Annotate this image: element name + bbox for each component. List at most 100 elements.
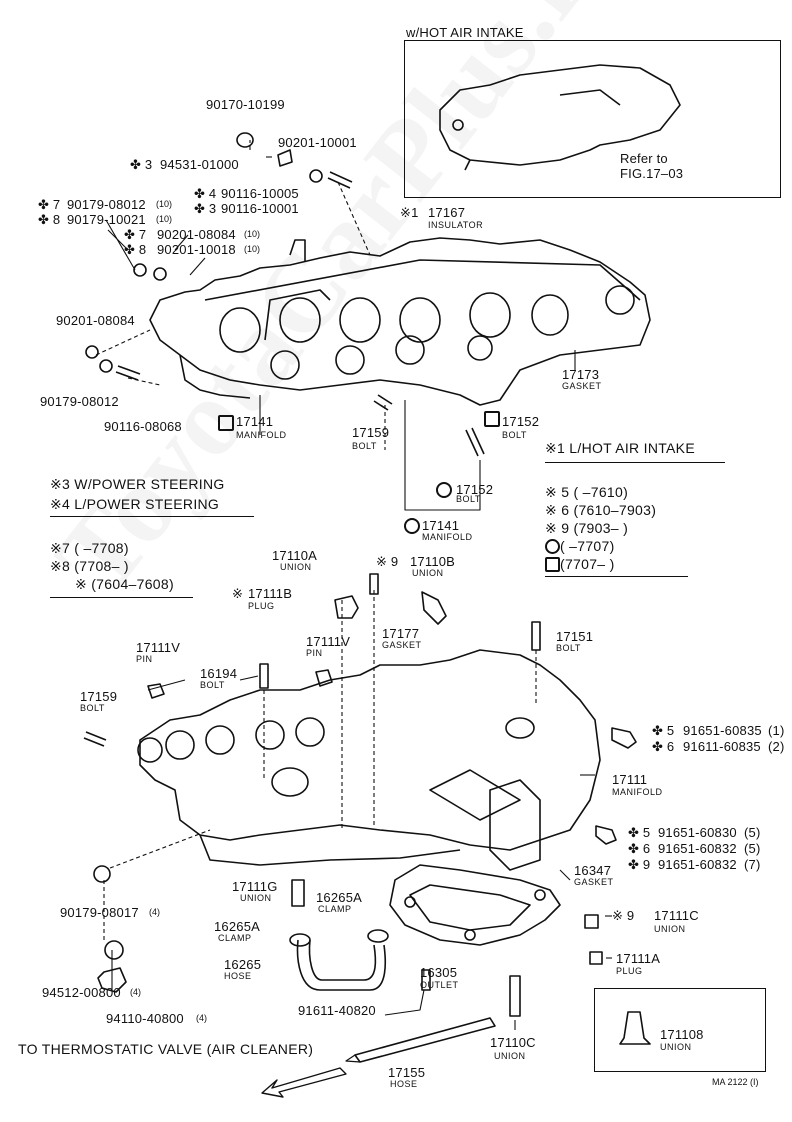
part-name: MANIFOLD	[236, 430, 287, 440]
part-name: PIN	[306, 648, 323, 658]
quantity: (4)	[149, 907, 160, 917]
part-number: 94110-40800	[106, 1011, 184, 1026]
union-inset	[594, 988, 766, 1072]
applicability-mark: ※1	[400, 205, 419, 220]
direction-arrow	[261, 1067, 347, 1098]
outlet-drawing	[389, 864, 561, 946]
applicability-mark: ✤ 5	[652, 723, 675, 738]
part-number: 90201-08084	[56, 313, 135, 328]
part-name: OUTLET	[420, 980, 459, 990]
part-name: UNION	[494, 1051, 526, 1061]
legend-divider	[545, 576, 688, 577]
part-number: 17111	[612, 772, 648, 787]
part-number: 94531-01000	[160, 157, 239, 172]
legend-note-1: ※1 L/HOT AIR INTAKE	[545, 440, 695, 456]
part-name: CLAMP	[218, 933, 252, 943]
part-name: BOLT	[502, 430, 527, 440]
part-number: 91651-60835	[683, 723, 762, 738]
legend-divider	[50, 516, 254, 517]
quantity: (4)	[130, 987, 141, 997]
part-number: 17111G	[232, 879, 278, 894]
part-number: 17159	[352, 425, 390, 440]
part-name: UNION	[412, 568, 444, 578]
part-number: 17167	[428, 205, 466, 220]
part-number: 90201-08084	[157, 227, 236, 242]
figure-code: MA 2122 (I)	[712, 1077, 759, 1087]
part-number: 91611-60835	[683, 739, 761, 754]
part-number: 16194	[200, 666, 238, 681]
applicability-mark: ✤ 7	[38, 197, 61, 212]
part-name: BOLT	[556, 643, 581, 653]
exhaust-manifold-drawing	[149, 237, 651, 406]
part-number: 17152	[456, 482, 494, 497]
lower-fasteners-drawing	[83, 573, 651, 1063]
legend-note-6: ※ 6 (7610–7903)	[545, 502, 657, 518]
part-number: 17155	[388, 1065, 426, 1080]
part-number: 17110A	[272, 548, 318, 563]
applicability-mark: ※	[232, 586, 244, 601]
legend-note-9: ※ (7604–7608)	[75, 576, 174, 592]
square-bolt-icon	[218, 415, 234, 431]
part-name: UNION	[654, 924, 686, 934]
part-name: BOLT	[200, 680, 225, 690]
legend-circle-range: ( –7707)	[560, 538, 615, 554]
part-name: MANIFOLD	[612, 787, 663, 797]
part-number: 17152	[502, 414, 540, 429]
quantity: (5)	[744, 841, 761, 856]
part-number: 17110C	[490, 1035, 536, 1050]
part-number: 90179-08012	[67, 197, 146, 212]
part-number: 91651-60830	[658, 825, 737, 840]
part-name: MANIFOLD	[422, 532, 473, 542]
quantity: (4)	[196, 1013, 207, 1023]
quantity: (5)	[744, 825, 761, 840]
part-number: 17173	[562, 367, 600, 382]
part-number: 94512-00800	[42, 985, 121, 1000]
part-name: UNION	[660, 1042, 692, 1052]
part-number: 90116-10001	[221, 201, 299, 216]
applicability-mark: ✤ 8	[38, 212, 61, 227]
part-name: PIN	[136, 654, 153, 664]
part-number: 16265A	[214, 919, 261, 934]
part-name: HOSE	[224, 971, 252, 981]
part-number: 17111V	[136, 640, 181, 655]
part-number: 16347	[574, 863, 612, 878]
part-name: BOLT	[352, 441, 377, 451]
quantity: (10)	[156, 199, 173, 209]
part-number: 17111C	[654, 908, 699, 923]
part-name: INSULATOR	[428, 220, 484, 230]
part-number: 16265A	[316, 890, 363, 905]
legend-divider	[545, 462, 725, 463]
upper-fasteners-drawing	[85, 132, 485, 457]
quantity: (10)	[244, 229, 261, 239]
quantity: (10)	[244, 244, 261, 254]
quantity: (2)	[768, 739, 785, 754]
legend-note-9: ※ 9 (7903– )	[545, 520, 629, 536]
circle-bolt-icon	[436, 482, 452, 498]
part-name: UNION	[240, 893, 272, 903]
applicability-mark: ✤ 6	[652, 739, 675, 754]
legend-note-3: ※3 W/POWER STEERING	[50, 476, 225, 492]
thermostatic-valve-note: TO THERMOSTATIC VALVE (AIR CLEANER)	[18, 1041, 314, 1057]
applicability-mark: ※ 9	[376, 554, 399, 569]
applicability-mark: ※ 9	[612, 908, 635, 923]
part-number: 91651-60832	[658, 857, 737, 872]
applicability-mark: ✤ 8	[124, 242, 147, 257]
part-name: BOLT	[80, 703, 105, 713]
part-number: 90201-10001	[278, 135, 357, 150]
pointer-lines	[105, 156, 612, 1030]
part-name: GASKET	[574, 877, 614, 887]
part-number: 17141	[422, 518, 460, 533]
part-number: 17141	[236, 414, 274, 429]
applicability-mark: ✤ 6	[628, 841, 651, 856]
legend-note-5: ※ 5 ( –7610)	[545, 484, 629, 500]
leader-lines	[95, 140, 537, 940]
legend-divider	[50, 597, 193, 598]
part-number: 90179-10021	[67, 212, 146, 227]
applicability-mark: ✤ 5	[628, 825, 651, 840]
part-number: 90116-10005	[221, 186, 299, 201]
part-number: 17110B	[410, 554, 456, 569]
part-number: 91651-60832	[658, 841, 737, 856]
part-number: 90179-08017	[60, 905, 139, 920]
hot-air-shroud-drawing	[439, 64, 681, 171]
quantity: (10)	[156, 214, 173, 224]
